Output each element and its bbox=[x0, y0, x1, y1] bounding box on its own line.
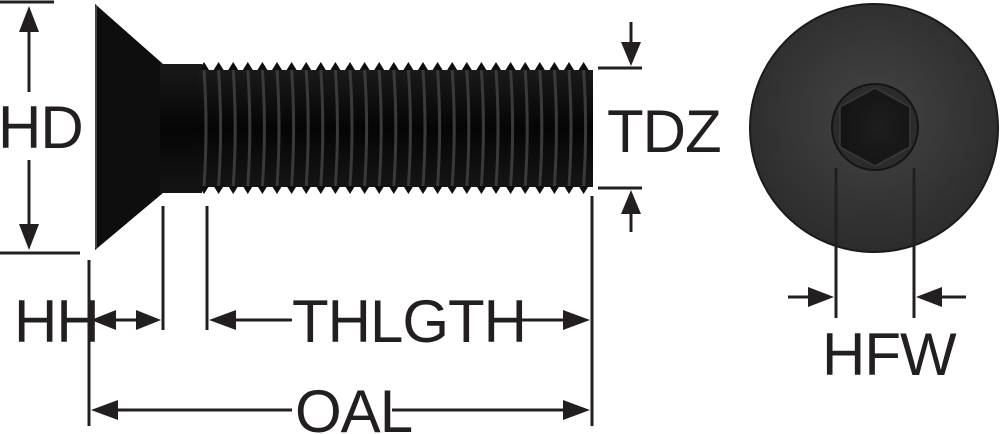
tdz-dimension: TDZ bbox=[598, 22, 722, 232]
thlgth-arrow-right bbox=[563, 310, 590, 330]
thread-crest bbox=[275, 69, 281, 187]
thlgth-arrow-left bbox=[209, 310, 236, 330]
screw-neck bbox=[160, 64, 202, 193]
tdz-arrow-down bbox=[621, 42, 641, 66]
hh-arrow-right bbox=[136, 310, 161, 330]
thlgth-dimension: THLGTH bbox=[205, 196, 594, 426]
screw-head-cone bbox=[95, 4, 163, 250]
tdz-arrow-up bbox=[621, 190, 641, 214]
tdz-label: TDZ bbox=[607, 98, 721, 165]
thread-crest bbox=[494, 69, 500, 187]
hh-label: HH bbox=[14, 288, 99, 355]
hfw-arrow-left bbox=[916, 287, 942, 307]
thread-crest bbox=[538, 69, 544, 187]
screw-end-view bbox=[749, 3, 999, 318]
thread-crest bbox=[406, 69, 412, 187]
thread-crest bbox=[348, 69, 354, 187]
thread-crest bbox=[479, 69, 485, 187]
thread-crest bbox=[377, 69, 383, 187]
thread-crest bbox=[217, 69, 223, 187]
oal-arrow-right bbox=[563, 400, 590, 420]
thread-crest bbox=[567, 69, 573, 187]
oal-arrow-left bbox=[91, 400, 118, 420]
hd-label: HD bbox=[0, 94, 83, 161]
thread-crest bbox=[333, 69, 339, 187]
thread-crest bbox=[363, 69, 369, 187]
thread-crest bbox=[319, 69, 325, 187]
oal-dimension: OAL bbox=[91, 378, 590, 434]
hd-dimension: HD bbox=[0, 0, 84, 255]
thread-crest bbox=[552, 69, 558, 187]
oal-label: OAL bbox=[295, 378, 412, 434]
screw-side-view bbox=[95, 4, 593, 250]
thread-crest bbox=[304, 69, 310, 187]
thread-crest bbox=[290, 69, 296, 187]
hd-arrow-up bbox=[19, 6, 39, 32]
thread-crest bbox=[392, 69, 398, 187]
hh-arrow-left bbox=[91, 310, 116, 330]
thread-crest bbox=[523, 69, 529, 187]
thread-crest bbox=[202, 69, 208, 187]
thread-crest bbox=[260, 69, 266, 187]
hfw-dimension: HFW bbox=[788, 287, 966, 388]
thread-crest bbox=[509, 69, 515, 187]
hh-dimension: HH bbox=[14, 206, 165, 426]
hd-arrow-down bbox=[19, 224, 39, 250]
thread-crest bbox=[246, 69, 252, 187]
thread-crest bbox=[450, 69, 456, 187]
thread-crest bbox=[231, 69, 237, 187]
thread-crest bbox=[465, 69, 471, 187]
thread-crest bbox=[436, 69, 442, 187]
thread-crest bbox=[582, 69, 588, 187]
thlgth-label: THLGTH bbox=[292, 288, 526, 355]
hfw-arrow-right bbox=[808, 287, 834, 307]
hfw-label: HFW bbox=[822, 321, 957, 388]
thread-crest bbox=[421, 69, 427, 187]
thread-crests bbox=[202, 69, 588, 187]
